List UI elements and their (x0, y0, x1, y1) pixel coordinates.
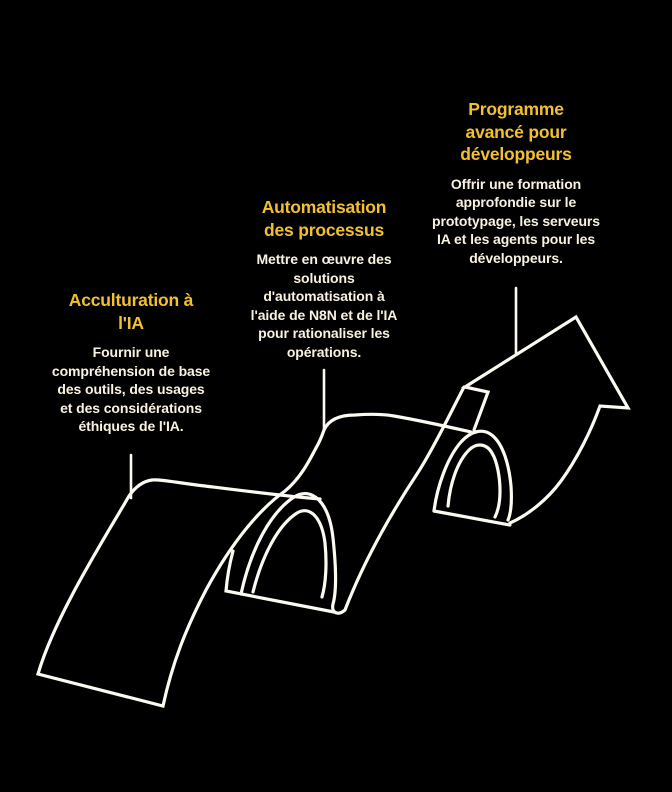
stage-description-2: Mettre en œuvre des solutions d'automati… (250, 251, 398, 360)
ribbon-hump1-and-wave-path (35, 412, 473, 708)
stage-description-1: Fournir une compréhension de base des ou… (51, 344, 211, 434)
ribbon-hump3-bottom-edge (432, 509, 512, 527)
stage-block-3: Programme avancé pour développeurs Offri… (416, 98, 616, 267)
stage-title-3: Programme avancé pour développeurs (460, 99, 572, 164)
stage-block-1: Acculturation à l'IA Fournir une compréh… (31, 289, 231, 436)
arrowhead-path (460, 314, 631, 525)
stage-title-2: Automatisation des processus (261, 197, 387, 240)
stage-title-1: Acculturation à l'IA (68, 290, 194, 333)
ribbon-hump2-bottom-edge (224, 549, 336, 614)
ribbon-hump3-curl-inner (446, 443, 502, 519)
stage-description-3: Offrir une formation approfondie sur le … (432, 175, 600, 266)
stage-block-2: Automatisation des processus Mettre en œ… (224, 196, 424, 361)
ribbon-hump3-curl-outer (432, 429, 513, 522)
ribbon-hump2-curl-inner (251, 509, 328, 599)
ribbon-hump2-curl-outer (239, 385, 466, 615)
